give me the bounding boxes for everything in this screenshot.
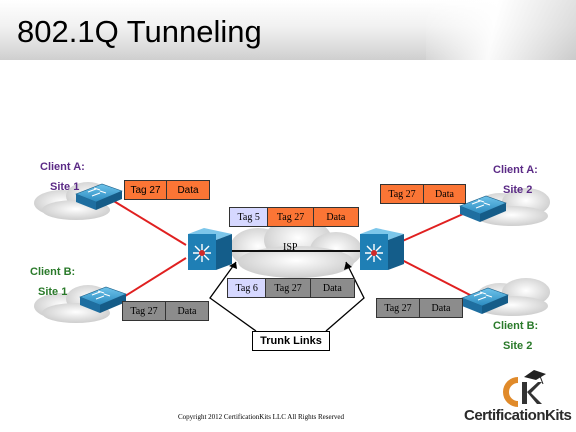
isp-label: ISP bbox=[283, 242, 298, 253]
client-a-site-1-client-label: Client A: bbox=[40, 161, 85, 173]
client-b-site-1-site-label: Site 1 bbox=[38, 286, 68, 298]
frame-client-b-site-1: Tag 27 Data bbox=[122, 301, 209, 321]
isp-switch-right bbox=[360, 228, 404, 270]
frame-tag: Tag 27 bbox=[377, 299, 419, 317]
switch-client-b-site-1 bbox=[79, 286, 127, 313]
frame-tag: Tag 27 bbox=[381, 185, 423, 203]
frame-tag: Tag 27 bbox=[267, 208, 313, 226]
frame-isp-client-b: Tag 6 Tag 27 Data bbox=[227, 278, 355, 298]
certificationkits-logo-text: CertificationKits bbox=[464, 407, 572, 424]
frame-client-a-site-2: Tag 27 Data bbox=[380, 184, 466, 204]
client-b-site-1-client-label: Client B: bbox=[30, 266, 76, 278]
switch-client-a-site-2 bbox=[459, 195, 507, 222]
frame-data: Data bbox=[166, 181, 209, 199]
frame-data: Data bbox=[422, 185, 465, 203]
client-a-site-2-site-label: Site 2 bbox=[503, 184, 533, 196]
copyright-text: Copyright 2012 CertificationKits LLC All… bbox=[178, 413, 345, 421]
client-a-site-2-client-label: Client A: bbox=[493, 164, 538, 176]
frame-service-tag: Tag 6 bbox=[228, 279, 266, 297]
frame-service-tag: Tag 5 bbox=[230, 208, 268, 226]
frame-tag: Tag 27 bbox=[123, 302, 165, 320]
title-bar bbox=[0, 0, 576, 60]
trunk-link-arrows bbox=[209, 261, 365, 332]
isp-switch-left bbox=[188, 228, 232, 270]
frame-data: Data bbox=[419, 299, 462, 317]
certificationkits-logo-icon bbox=[503, 370, 546, 407]
client-b-site-2-client-label: Client B: bbox=[493, 320, 539, 332]
switch-client-b-site-2 bbox=[461, 287, 509, 314]
frame-tag: Tag 27 bbox=[125, 181, 167, 199]
frame-data: Data bbox=[309, 279, 354, 297]
frame-client-a-site-1: Tag 27 Data bbox=[124, 180, 210, 200]
frame-data: Data bbox=[165, 302, 208, 320]
frame-isp-client-a: Tag 5 Tag 27 Data bbox=[229, 207, 359, 227]
frame-client-b-site-2: Tag 27 Data bbox=[376, 298, 463, 318]
frame-data: Data bbox=[312, 208, 358, 226]
frame-tag: Tag 27 bbox=[265, 279, 310, 297]
client-a-site-1-site-label: Site 1 bbox=[50, 181, 80, 193]
page-title: 802.1Q Tunneling bbox=[17, 14, 262, 49]
trunk-links-label: Trunk Links bbox=[252, 331, 330, 351]
switch-client-a-site-1 bbox=[75, 183, 123, 210]
client-b-site-2-site-label: Site 2 bbox=[503, 340, 533, 352]
